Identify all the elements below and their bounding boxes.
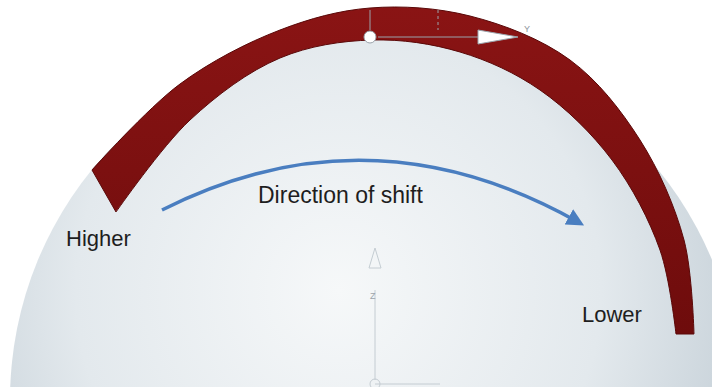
position-label: Lower <box>582 304 642 326</box>
axis-triad-faint <box>369 248 440 387</box>
axis-triad <box>364 10 518 44</box>
position-label: Higher <box>66 228 131 250</box>
shift-arrow <box>162 160 578 222</box>
arrow-label: Direction of shift <box>258 184 423 207</box>
red-band <box>92 7 694 334</box>
axis-label: Z <box>370 292 376 301</box>
axis-label: Y <box>524 25 530 34</box>
